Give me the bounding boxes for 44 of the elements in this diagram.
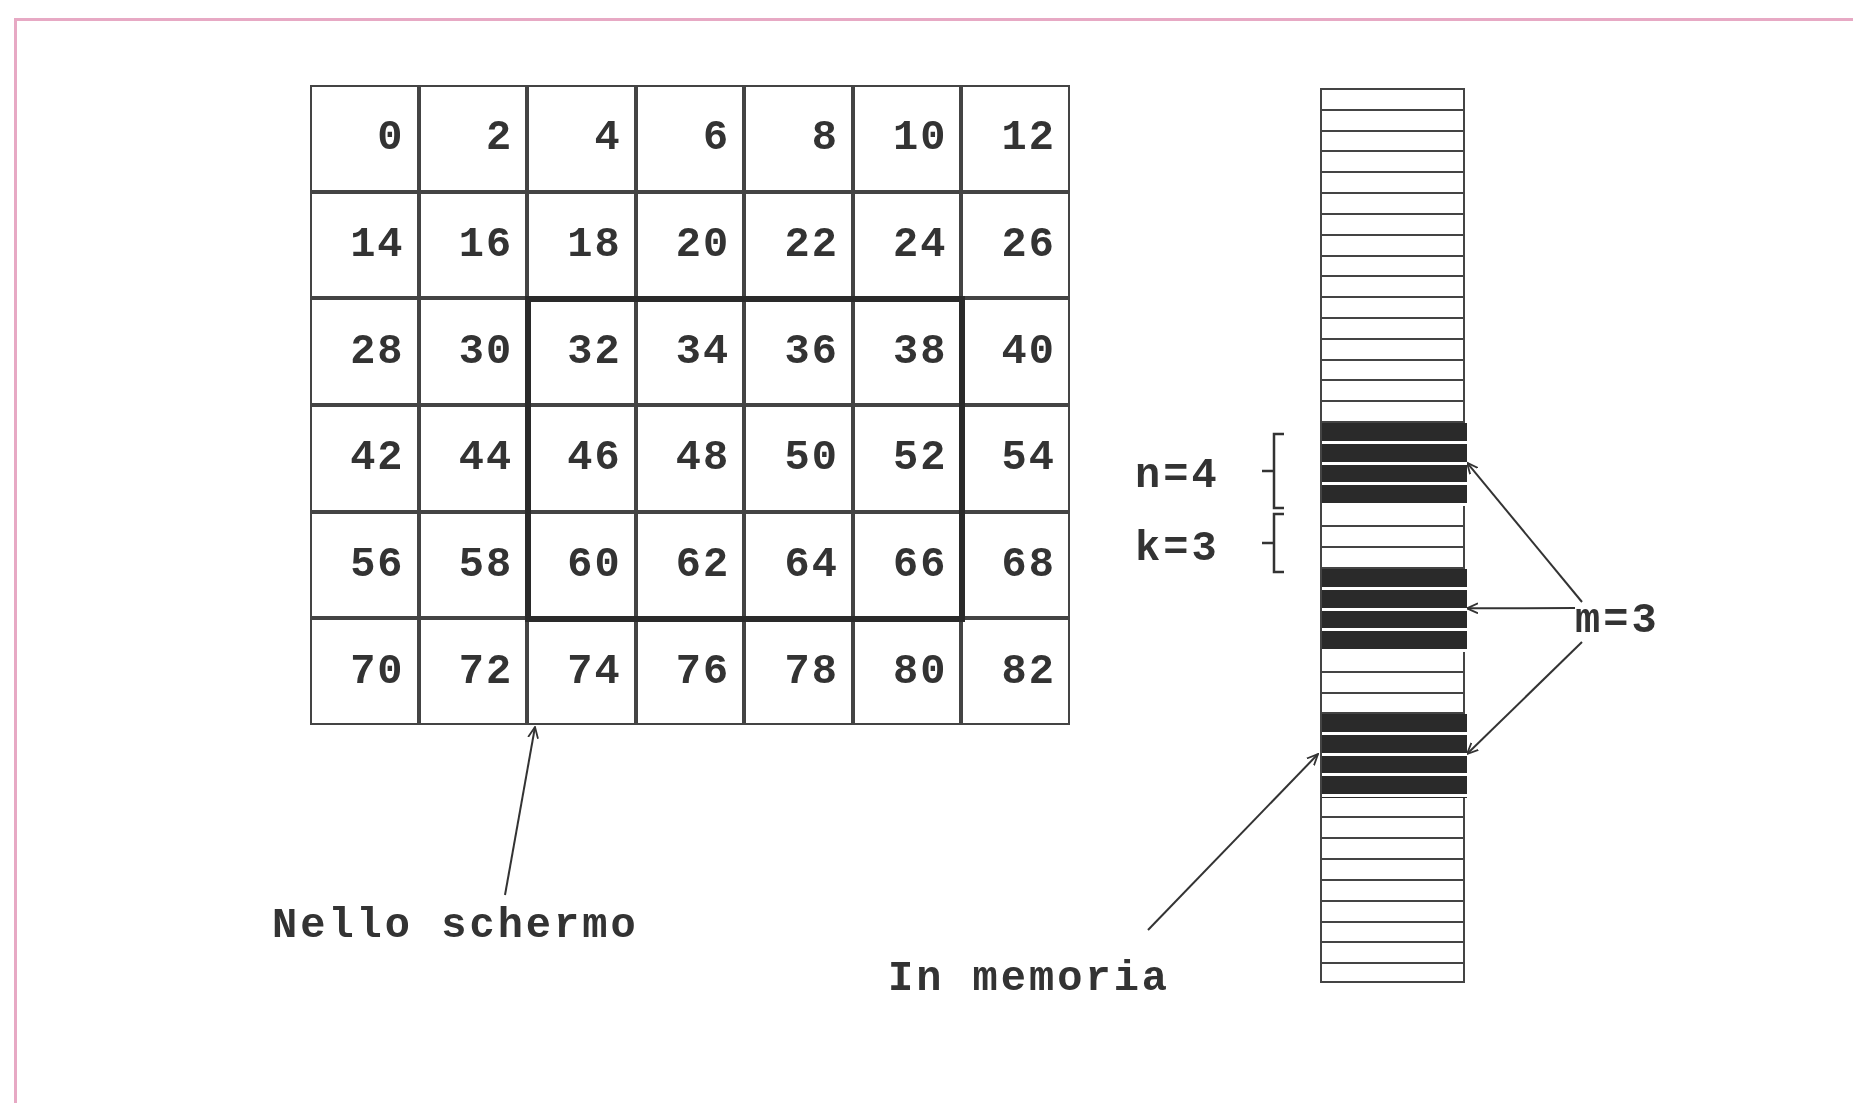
grid-cell: 52 xyxy=(852,405,962,512)
memory-block xyxy=(1322,714,1467,798)
grid-cell: 26 xyxy=(961,191,1070,299)
grid-cell: 44 xyxy=(418,405,528,512)
grid-cell: 16 xyxy=(418,191,528,299)
parameter-label: k=3 xyxy=(1135,528,1220,570)
grid-cell: 58 xyxy=(418,511,528,619)
grid-cell: 14 xyxy=(310,191,419,299)
grid-cell: 22 xyxy=(744,191,853,299)
grid-cell: 42 xyxy=(310,405,419,512)
grid-cell: 10 xyxy=(852,85,962,192)
arrow xyxy=(1466,461,1583,603)
grid-cell: 28 xyxy=(310,298,419,405)
memory-block xyxy=(1322,568,1467,652)
arrow xyxy=(504,726,539,896)
grid-cell: 72 xyxy=(418,618,528,725)
arrow xyxy=(1147,753,1319,931)
grid-cell: 2 xyxy=(418,85,528,192)
arrow xyxy=(1466,641,1583,756)
number-grid xyxy=(310,85,1070,725)
grid-cell: 6 xyxy=(635,85,745,192)
grid-cell: 56 xyxy=(310,511,419,619)
annotation-text: In memoria xyxy=(888,958,1258,1002)
annotation-text: Nello schermo xyxy=(272,905,752,949)
grid-cell: 82 xyxy=(961,618,1070,725)
grid-cell: 4 xyxy=(527,85,636,192)
grid-cell: 18 xyxy=(527,191,636,299)
grid-cell: 62 xyxy=(635,511,745,619)
grid-cell: 20 xyxy=(635,191,745,299)
memory-block xyxy=(1322,423,1467,507)
grid-cell: 8 xyxy=(744,85,853,192)
grid-cell: 0 xyxy=(310,85,419,192)
grid-cell: 50 xyxy=(744,405,853,512)
grid-cell: 12 xyxy=(961,85,1070,192)
parameter-label: n=4 xyxy=(1135,455,1220,497)
arrow xyxy=(1466,602,1576,615)
grid-cell: 48 xyxy=(635,405,745,512)
annotation-text: m=3 xyxy=(1575,600,1695,644)
grid-cell: 70 xyxy=(310,618,419,725)
grid-cell: 30 xyxy=(418,298,528,405)
grid-cell: 64 xyxy=(744,511,853,619)
grid-cell: 66 xyxy=(852,511,962,619)
memory-strip xyxy=(1320,88,1465,983)
grid-cell: 24 xyxy=(852,191,962,299)
